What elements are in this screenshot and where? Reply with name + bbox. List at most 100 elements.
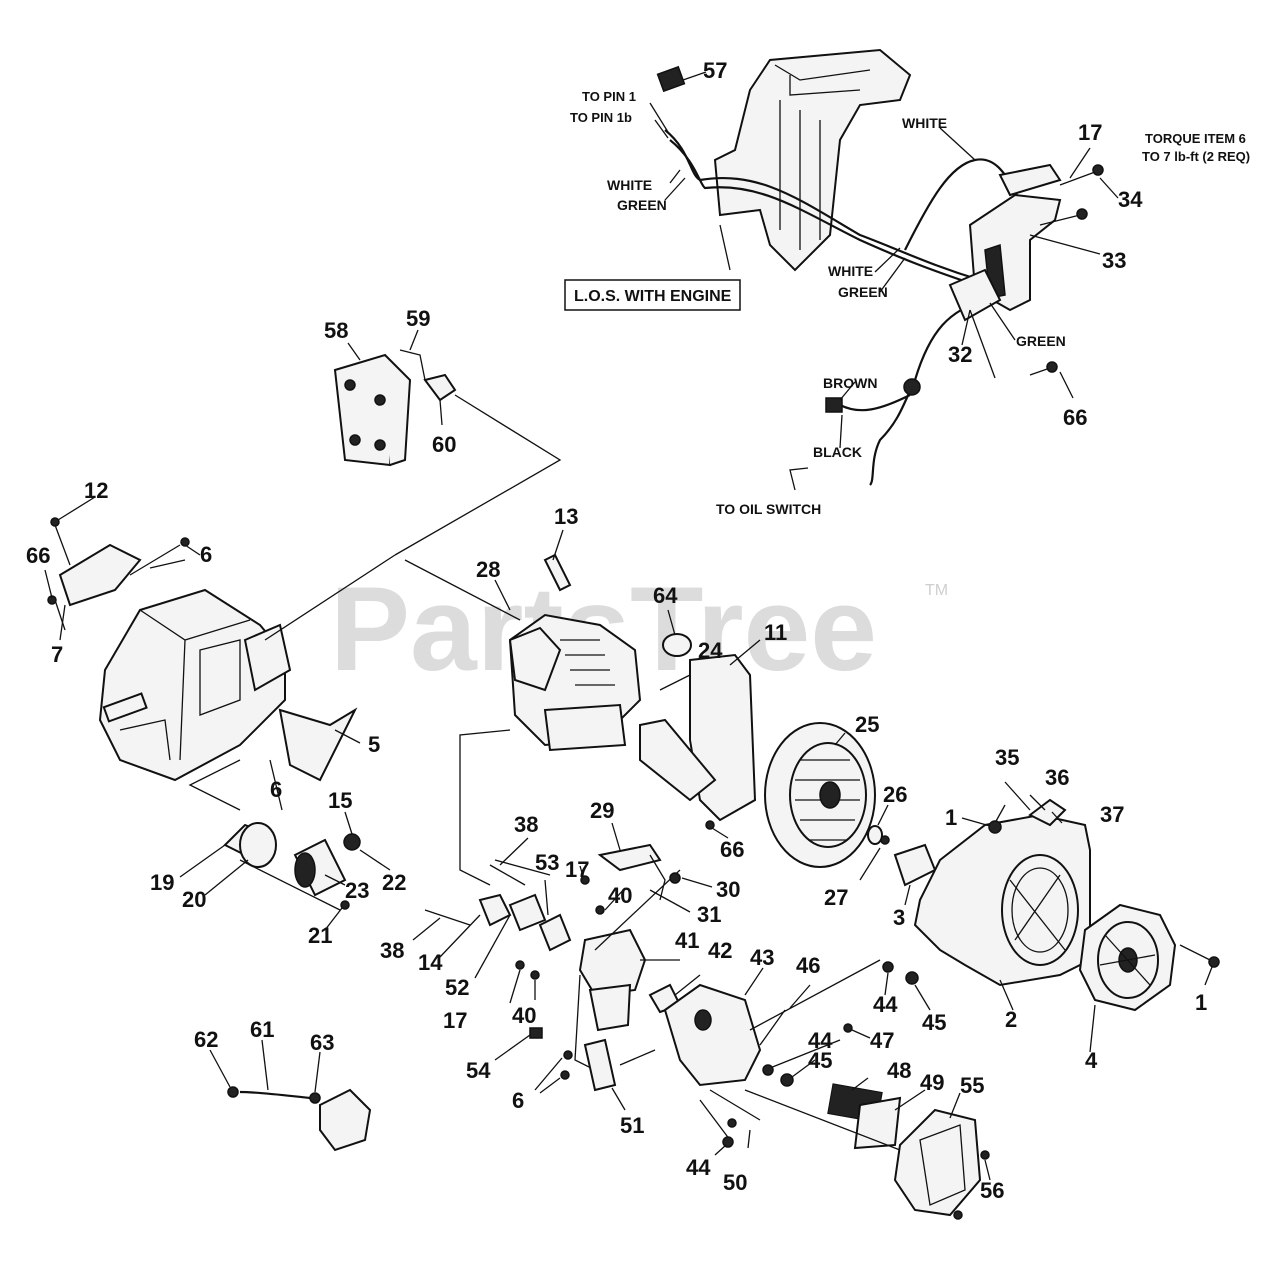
clamp-62 bbox=[227, 1086, 239, 1098]
clamp-63 bbox=[309, 1092, 321, 1104]
watermark-trademark: TM bbox=[925, 582, 948, 599]
callout-45: 45 bbox=[922, 1010, 946, 1035]
module-32 bbox=[948, 268, 1002, 322]
callout-12: 12 bbox=[84, 478, 108, 503]
callout-41: 41 bbox=[675, 928, 699, 953]
callout-14: 14 bbox=[418, 950, 443, 975]
callout-59: 59 bbox=[406, 306, 430, 331]
callout-40: 40 bbox=[608, 883, 632, 908]
callout-22: 22 bbox=[382, 870, 406, 895]
label-green-mid: GREEN bbox=[838, 284, 888, 300]
callouts: 57 17 34 33 32 66 58 59 60 12 66 6 7 13 … bbox=[26, 58, 1207, 1203]
callout-66: 66 bbox=[1063, 405, 1087, 430]
nipple-22 bbox=[343, 833, 361, 851]
callout-52: 52 bbox=[445, 975, 469, 1000]
nut-27 bbox=[880, 835, 890, 845]
callout-5: 5 bbox=[368, 732, 380, 757]
callout-15: 15 bbox=[328, 788, 352, 813]
los-label-box bbox=[564, 279, 741, 311]
callout-23: 23 bbox=[345, 878, 369, 903]
callout-61: 61 bbox=[250, 1017, 274, 1042]
callout-42: 42 bbox=[708, 938, 732, 963]
callout-13: 13 bbox=[554, 504, 578, 529]
callout-17: 17 bbox=[565, 857, 589, 882]
wiring-harness bbox=[649, 48, 1119, 491]
callout-60: 60 bbox=[432, 432, 456, 457]
callout-50: 50 bbox=[723, 1170, 747, 1195]
fuel-line-group bbox=[209, 1039, 372, 1152]
label-white-top: WHITE bbox=[902, 115, 947, 131]
callout-2: 2 bbox=[1005, 1007, 1017, 1032]
engine-base bbox=[543, 703, 627, 752]
callout-46: 46 bbox=[796, 953, 820, 978]
spark-arrester-49 bbox=[853, 1096, 902, 1150]
callout-66: 66 bbox=[720, 837, 744, 862]
callout-56: 56 bbox=[980, 1178, 1004, 1203]
callout-4: 4 bbox=[1085, 1048, 1098, 1073]
bracket-29 bbox=[597, 843, 662, 872]
callout-17: 17 bbox=[1078, 120, 1102, 145]
callout-48: 48 bbox=[887, 1058, 911, 1083]
cylinder-head-center bbox=[508, 626, 562, 692]
callout-58: 58 bbox=[324, 318, 348, 343]
carburetor-alt bbox=[319, 1088, 372, 1152]
label-to-pin-1: TO PIN 1 bbox=[582, 89, 636, 104]
fitting-54 bbox=[529, 1027, 543, 1039]
callout-7: 7 bbox=[51, 642, 63, 667]
engine-block-left bbox=[98, 588, 286, 782]
callout-55: 55 bbox=[960, 1073, 984, 1098]
control-bracket bbox=[333, 329, 562, 556]
deflector-5 bbox=[278, 707, 358, 782]
callout-1: 1 bbox=[1195, 990, 1207, 1015]
callout-38: 38 bbox=[380, 938, 404, 963]
label-white-mid: WHITE bbox=[828, 263, 873, 279]
callout-33: 33 bbox=[1102, 248, 1126, 273]
callout-63: 63 bbox=[310, 1030, 334, 1055]
callout-29: 29 bbox=[590, 798, 614, 823]
muffler-group bbox=[534, 959, 991, 1220]
callout-25: 25 bbox=[855, 712, 879, 737]
callout-37: 37 bbox=[1100, 802, 1124, 827]
shroud-11 bbox=[689, 653, 757, 822]
callout-30: 30 bbox=[716, 877, 740, 902]
bracket-51 bbox=[583, 1038, 617, 1092]
callout-24: 24 bbox=[698, 638, 723, 663]
callout-36: 36 bbox=[1045, 765, 1069, 790]
los-label: L.O.S. WITH ENGINE bbox=[574, 288, 732, 305]
callout-27: 27 bbox=[824, 885, 848, 910]
callout-11: 11 bbox=[764, 620, 787, 645]
oil-filter-group bbox=[179, 707, 391, 931]
cup-3 bbox=[893, 843, 937, 887]
crankshaft-left bbox=[102, 692, 148, 723]
insulator-14 bbox=[478, 893, 512, 927]
callout-6: 6 bbox=[270, 777, 282, 802]
callout-43: 43 bbox=[750, 945, 774, 970]
los-housing bbox=[713, 48, 912, 272]
callout-3: 3 bbox=[893, 905, 905, 930]
label-black: BLACK bbox=[813, 444, 862, 460]
callout-51: 51 bbox=[620, 1113, 644, 1138]
fitting-60 bbox=[423, 373, 457, 402]
callout-57: 57 bbox=[703, 58, 727, 83]
callout-62: 62 bbox=[194, 1027, 218, 1052]
callout-35: 35 bbox=[995, 745, 1019, 770]
label-torque-line1: TORQUE ITEM 6 bbox=[1145, 131, 1246, 146]
blower-housing-group bbox=[913, 781, 1220, 1053]
callout-47: 47 bbox=[870, 1028, 894, 1053]
callout-34: 34 bbox=[1118, 187, 1143, 212]
clip-37 bbox=[1028, 798, 1067, 827]
carburetor-41 bbox=[578, 928, 647, 997]
callout-21: 21 bbox=[308, 923, 332, 948]
callout-32: 32 bbox=[948, 342, 972, 367]
engine-assembly-left bbox=[44, 496, 396, 811]
shroud-plate-12 bbox=[58, 543, 142, 607]
callout-19: 19 bbox=[150, 870, 174, 895]
gasket-64 bbox=[662, 633, 692, 657]
flywheel-group bbox=[764, 722, 937, 906]
callout-20: 20 bbox=[182, 887, 206, 912]
engine-assembly-center bbox=[404, 529, 761, 886]
cylinder-head-left bbox=[243, 623, 292, 692]
gasket-52 bbox=[508, 893, 547, 932]
callout-1: 1 bbox=[945, 805, 957, 830]
